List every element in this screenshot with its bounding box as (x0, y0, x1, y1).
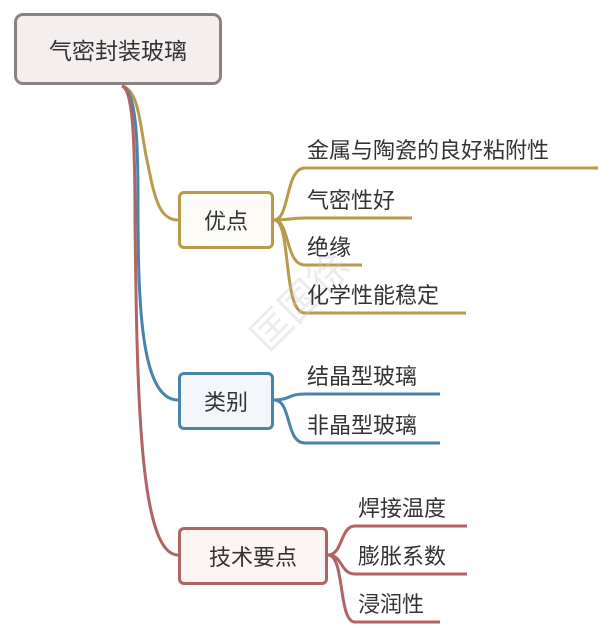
leaf-topic[interactable]: 焊接温度 (358, 497, 447, 522)
link-adv-1 (273, 166, 598, 222)
branch-advantages[interactable]: 优点 (178, 191, 274, 249)
link-cat-2 (273, 398, 440, 445)
leaf-topic[interactable]: 结晶型玻璃 (307, 365, 418, 390)
branch-label: 优点 (203, 210, 248, 235)
branch-label: 技术要点 (208, 546, 297, 571)
branch-categories[interactable]: 类别 (178, 372, 274, 430)
link-root-techpoints (121, 84, 179, 557)
leaf-topic[interactable]: 非晶型玻璃 (307, 414, 418, 439)
branch-label: 类别 (203, 391, 248, 416)
leaf-topic[interactable]: 浸润性 (358, 593, 425, 618)
link-root-categories (121, 84, 179, 402)
link-cat-1 (273, 392, 440, 402)
branch-tech-points[interactable]: 技术要点 (178, 527, 328, 585)
leaf-topic[interactable]: 膨胀系数 (358, 545, 447, 570)
root-topic[interactable]: 气密封装玻璃 (14, 13, 222, 85)
root-topic-label: 气密封装玻璃 (49, 39, 187, 65)
leaf-topic[interactable]: 金属与陶瓷的良好粘附性 (307, 139, 550, 164)
link-adv-4 (273, 218, 466, 315)
link-tech-1 (327, 524, 467, 557)
leaf-topic[interactable]: 化学性能稳定 (307, 284, 440, 309)
link-root-advantages (121, 84, 179, 222)
link-tech-3 (327, 553, 440, 624)
link-adv-2 (273, 216, 412, 222)
leaf-topic[interactable]: 绝缘 (307, 236, 352, 261)
leaf-topic[interactable]: 气密性好 (307, 189, 396, 214)
